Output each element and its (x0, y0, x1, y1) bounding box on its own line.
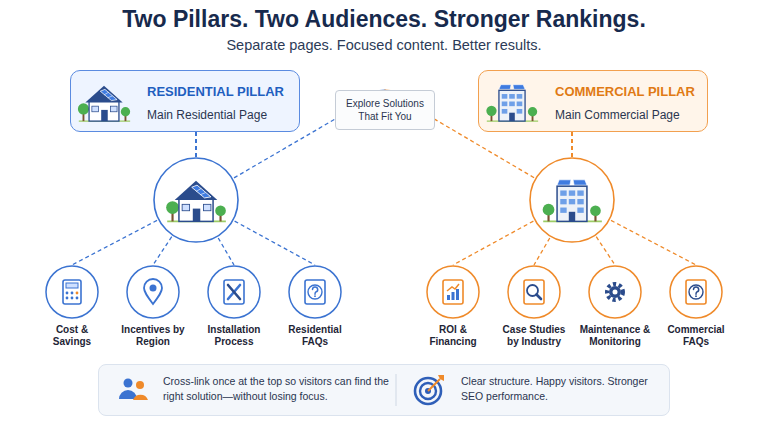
topic-circle: ROI & Financing (426, 265, 480, 319)
dashed-connector (453, 132, 572, 265)
topic-circle: Commercial FAQs (669, 265, 723, 319)
node-text: Explore Solutions That Fit You (340, 97, 430, 123)
node-subtext: Clear structure. Happy visitors. Stronge… (461, 374, 651, 404)
dashed-connector (72, 132, 196, 265)
dashed-connector (153, 132, 196, 265)
circle-outline (45, 265, 99, 319)
circle-shape (427, 266, 479, 318)
circle-shape (46, 266, 98, 318)
circle-shape (208, 266, 260, 318)
circle-outline (507, 265, 561, 319)
dashed-connector (572, 132, 696, 265)
node-text: Cost & Savings (36, 324, 108, 348)
node-text: Installation Process (198, 324, 270, 348)
pillar-box: COMMERCIAL PILLAR Main Commercial Page (478, 70, 708, 132)
diagram-title: Two Pillars. Two Audiences. Stronger Ran… (0, 6, 768, 33)
pillar-box: RESIDENTIAL PILLAR Main Residential Page (70, 70, 300, 132)
circle-shape (670, 266, 722, 318)
node-text: Residential FAQs (279, 324, 351, 348)
circle-shape (508, 266, 560, 318)
circle-outline (426, 265, 480, 319)
circle-outline (207, 265, 261, 319)
node-subtext: Main Commercial Page (555, 108, 680, 122)
topic-circle: Case Studies by Industry (507, 265, 561, 319)
pillar-heading: RESIDENTIAL PILLAR (147, 84, 284, 99)
circle-outline (288, 265, 342, 319)
hub-circle (154, 158, 238, 242)
circle-shape (127, 266, 179, 318)
node-subtext: Main Residential Page (147, 108, 267, 122)
topic-circle: Cost & Savings (45, 265, 99, 319)
topic-circle: Residential FAQs (288, 265, 342, 319)
node-text: Incentives by Region (117, 324, 189, 348)
node-text: Case Studies by Industry (498, 324, 570, 348)
dashed-connector (534, 132, 572, 265)
dashed-connector (196, 132, 315, 265)
circle-outline (588, 265, 642, 319)
node-text: Cross-link once at the top so visitors c… (163, 374, 395, 404)
topic-circle: Installation Process (207, 265, 261, 319)
circle-outline (669, 265, 723, 319)
circle-shape (289, 266, 341, 318)
crosslink-box: Explore Solutions That Fit You (335, 90, 435, 130)
hub-house-illustration (166, 181, 226, 222)
hub-building-illustration (543, 180, 602, 222)
hub-circle (530, 158, 614, 242)
node-text: Maintenance & Monitoring (579, 324, 651, 348)
topic-circle: Maintenance & Monitoring (588, 265, 642, 319)
dashed-connector (572, 132, 615, 265)
pillar-heading: COMMERCIAL PILLAR (555, 84, 695, 99)
circle-outline (126, 265, 180, 319)
circle-shape (589, 266, 641, 318)
node-text: ROI & Financing (417, 324, 489, 348)
topic-circle: Incentives by Region (126, 265, 180, 319)
note-band: Cross-link once at the top so visitors c… (98, 364, 670, 416)
dashed-connector (196, 132, 234, 265)
subtitle: Separate pages. Focused content. Better … (0, 37, 768, 53)
node-text: Commercial FAQs (660, 324, 732, 348)
